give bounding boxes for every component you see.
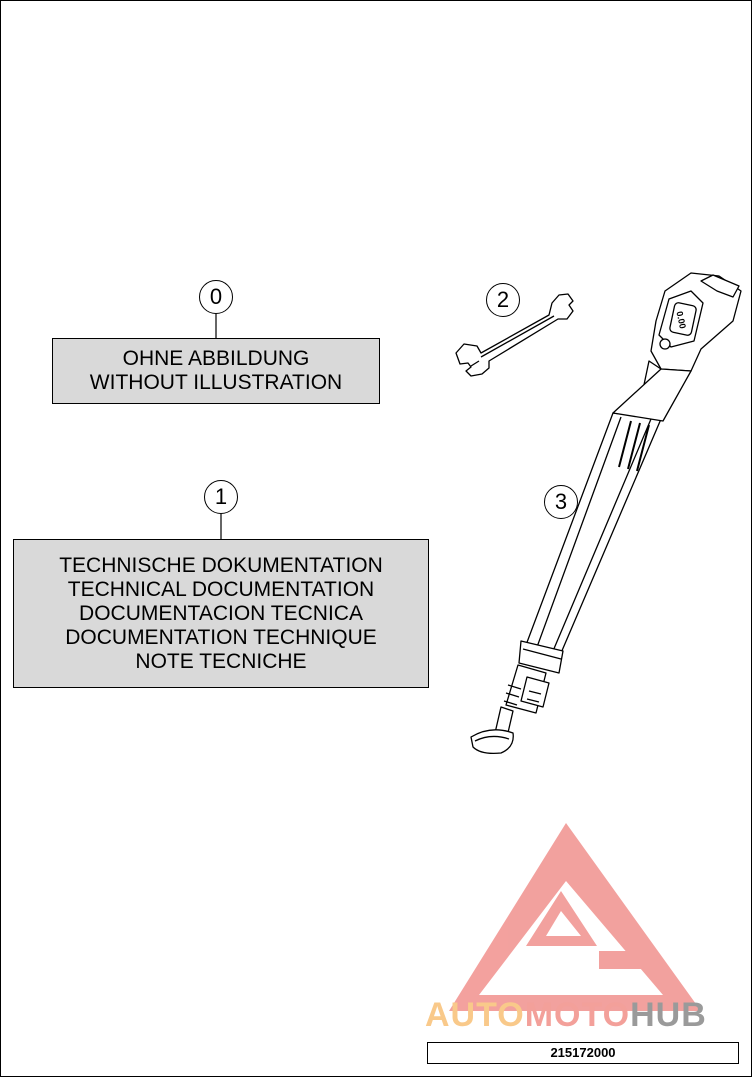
label-box-technical-documentation: TECHNISCHE DOKUMENTATION TECHNICAL DOCUM… (13, 539, 429, 688)
document-number: 215172000 (427, 1042, 739, 1064)
label-line: DOCUMENTATION TECHNIQUE (65, 625, 377, 649)
watermark-text: AUTOMOTOHUB (425, 995, 707, 1035)
callout-3[interactable]: 3 (544, 485, 578, 519)
label-line: OHNE ABBILDUNG (122, 347, 310, 370)
label-line: TECHNISCHE DOKUMENTATION (59, 553, 383, 577)
watermark-auto: AUTO (425, 996, 525, 1034)
label-line: NOTE TECNICHE (135, 649, 307, 673)
callout-0[interactable]: 0 (199, 280, 233, 314)
label-line: DOCUMENTACION TECNICA (79, 601, 363, 625)
callout-1[interactable]: 1 (204, 480, 238, 514)
label-box-without-illustration: OHNE ABBILDUNG WITHOUT ILLUSTRATION (52, 338, 380, 404)
callout-2[interactable]: 2 (486, 283, 520, 317)
watermark-hub: HUB (630, 996, 707, 1034)
watermark-moto: MOTO (524, 996, 631, 1034)
pump-gauge-readout: 0.00 (674, 310, 687, 329)
label-line: TECHNICAL DOCUMENTATION (67, 577, 375, 601)
label-line: WITHOUT ILLUSTRATION (89, 371, 343, 394)
